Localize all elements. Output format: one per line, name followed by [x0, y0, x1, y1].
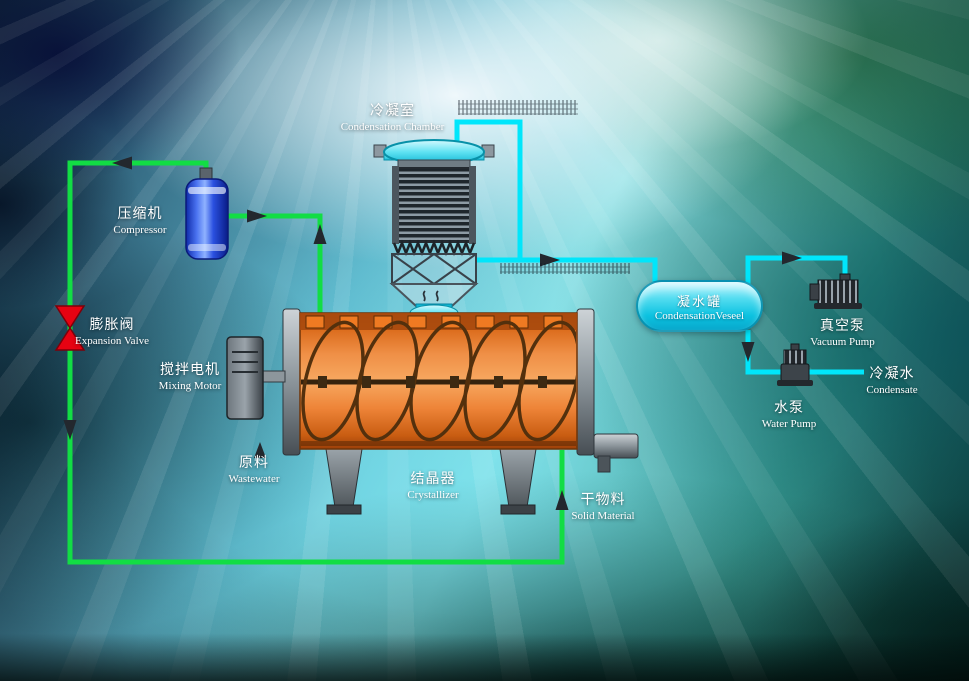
water-pump-label-en: Water Pump: [761, 417, 817, 430]
expansion-valve-label: 膨胀阀 Expansion Valve: [68, 317, 156, 348]
vacuum-pump-endbell: [809, 283, 820, 301]
condensation-vessel-label-zh: 凝水罐: [676, 293, 722, 309]
wastewater-label-zh: 原料: [239, 456, 269, 471]
vacuum-pump: [809, 273, 862, 309]
condensation-chamber-label-en: Condensation Chamber: [340, 120, 445, 133]
compressor: [185, 167, 229, 260]
flow-arrow-right: [540, 253, 560, 267]
flow-arrow-up: [313, 224, 327, 244]
condensation-vessel-label-en: CondensationVeseel: [654, 309, 745, 322]
pipe-main-loop: [67, 160, 565, 565]
crystallizer-label-en: Crystallizer: [407, 488, 459, 501]
condensation-chamber: [373, 139, 495, 322]
chamber-sawtooth: [392, 239, 476, 257]
condensation-chamber-label-zh: 冷凝室: [370, 104, 415, 119]
flow-arrows: [63, 156, 802, 510]
flow-arrow-right: [782, 251, 802, 265]
mixing-motor-label-zh: 搅拌电机: [160, 363, 220, 378]
crystallizer-foot-left: [326, 504, 362, 515]
compressor-body: [185, 178, 229, 260]
solid-material-label: 干物料 Solid Material: [563, 492, 643, 523]
crystallizer-screw: [301, 320, 576, 446]
pipe-chamber-top: [454, 119, 523, 260]
flow-arrow-up: [555, 490, 569, 510]
chamber-rail-left: [392, 166, 399, 244]
condensate-label-zh: 冷凝水: [869, 367, 915, 382]
flow-arrow-down: [63, 420, 77, 440]
compressor-band-top: [188, 187, 226, 194]
mixing-motor-label: 搅拌电机 Mixing Motor: [146, 362, 234, 393]
crystallizer-foot-right: [500, 504, 536, 515]
vacuum-pump-label-zh: 真空泵: [820, 319, 865, 334]
mixing-motor: [226, 336, 286, 420]
motor-body: [226, 336, 264, 420]
crystallizer-leg-right: [499, 448, 537, 508]
water-pump-motor: [783, 349, 807, 366]
compressor-label-zh: 压缩机: [117, 207, 163, 222]
expansion-valve-label-zh: 膨胀阀: [89, 318, 135, 333]
compressor-label-en: Compressor: [113, 223, 167, 236]
water-pump-label: 水泵 Water Pump: [747, 400, 831, 431]
crystallizer-leg-left: [325, 448, 363, 508]
valve-top-triangle: [54, 305, 86, 330]
condensation-vessel: 凝水罐 CondensationVeseel: [636, 280, 763, 332]
crystallizer-endcap-right: [576, 308, 595, 456]
solid-material-label-en: Solid Material: [571, 509, 635, 522]
wastewater-label: 原料 Wastewater: [222, 455, 286, 486]
water-pump-body: [780, 363, 810, 382]
flow-arrow-down: [741, 342, 755, 362]
vacuum-pump-label: 真空泵 Vacuum Pump: [800, 318, 885, 349]
crystallizer-label: 结晶器 Crystallizer: [393, 471, 473, 502]
valve-bottom-triangle: [54, 326, 86, 351]
expansion-valve-label-en: Expansion Valve: [74, 334, 150, 347]
compressor-label: 压缩机 Compressor: [98, 206, 182, 237]
crystallizer-discharge: [593, 433, 639, 459]
flow-arrow-right: [247, 209, 267, 223]
expansion-valve: [54, 305, 86, 351]
chamber-brace-box: [391, 253, 477, 285]
chamber-x-braces: [391, 253, 477, 285]
condensation-chamber-label: 冷凝室 Condensation Chamber: [330, 103, 455, 134]
wastewater-label-en: Wastewater: [228, 472, 280, 485]
steam-squiggles: [422, 290, 439, 302]
water-pump-base: [777, 380, 813, 386]
vacuum-pump-body: [817, 279, 859, 305]
flow-arrow-left: [112, 156, 132, 170]
crystallizer: [282, 308, 639, 515]
wastewater-inlet-arrow: [254, 442, 266, 458]
water-pump-label-zh: 水泵: [774, 401, 804, 416]
motor-vents: [232, 351, 258, 373]
water-pump: [777, 343, 813, 386]
mixing-motor-label-en: Mixing Motor: [158, 379, 222, 392]
chamber-rail-right: [469, 166, 476, 244]
condensate-label: 冷凝水 Condensate: [852, 366, 932, 397]
crystallizer-label-zh: 结晶器: [410, 472, 456, 487]
vacuum-pump-label-en: Vacuum Pump: [810, 335, 875, 348]
vacuum-pump-base: [814, 303, 862, 309]
solid-material-label-zh: 干物料: [580, 493, 626, 508]
compressor-band-bottom: [188, 244, 226, 251]
chamber-fin-stack: [393, 167, 475, 243]
motor-shaft: [262, 370, 286, 383]
chamber-funnel: [389, 283, 479, 307]
condensate-label-en: Condensate: [866, 383, 918, 396]
pipe-chamber-to-vessel: [476, 257, 658, 286]
crystallizer-discharge-stub: [597, 455, 611, 473]
crystallizer-endcap-left: [282, 308, 301, 456]
crystallizer-top-rim: [300, 313, 577, 330]
